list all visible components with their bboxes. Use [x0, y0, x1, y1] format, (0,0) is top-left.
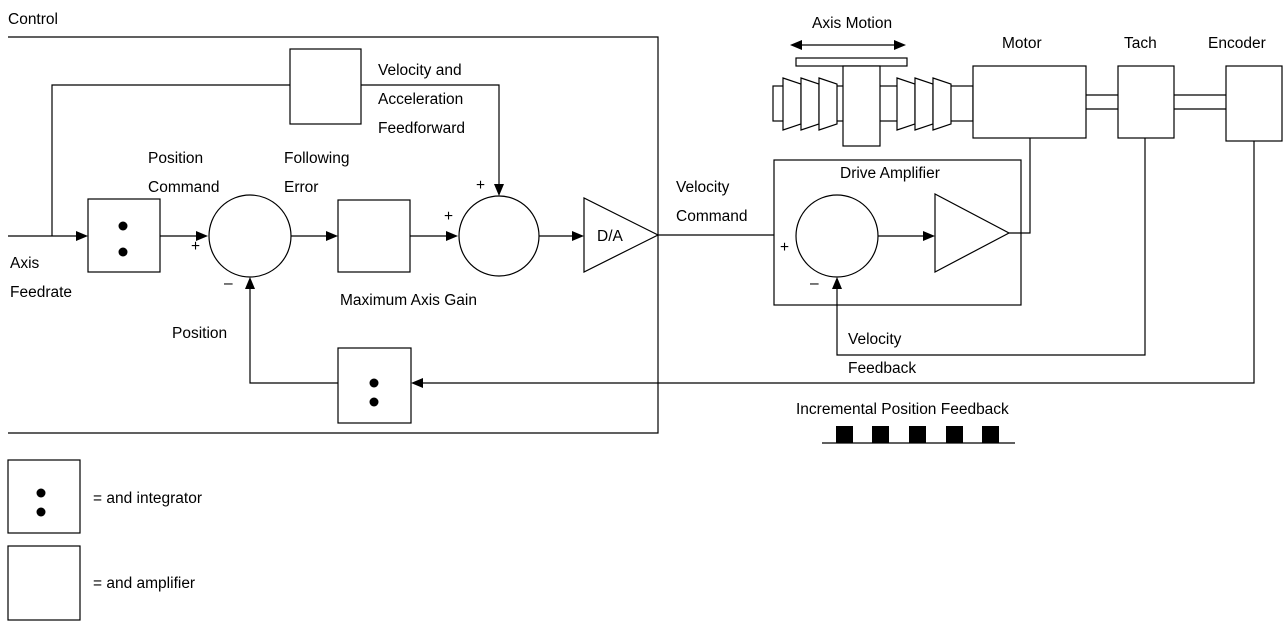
- feedforward-summing-junction: [458, 195, 540, 277]
- da-label: D/A: [597, 228, 624, 245]
- arrowhead: [832, 277, 842, 289]
- da-converter: [583, 197, 660, 273]
- velocity-feedback-label-2: Feedback: [848, 360, 916, 377]
- summer1-minus: –: [224, 275, 233, 292]
- tach-label: Tach: [1124, 35, 1157, 52]
- feedforward-line-in: [51, 84, 290, 236]
- arrowhead: [76, 231, 88, 241]
- pulse-train: [836, 426, 999, 443]
- velocity-summing-junction: [795, 194, 879, 278]
- integrator-dot: [36, 507, 46, 517]
- integrator-dot: [118, 221, 128, 231]
- arrowhead: [326, 231, 338, 241]
- ff-label-3: Feedforward: [378, 120, 465, 137]
- velocity-feedback-label-1: Velocity: [848, 331, 902, 348]
- power-amplifier: [934, 193, 1011, 273]
- summer3-minus: –: [810, 275, 819, 292]
- position-feedback-line: [421, 141, 1255, 384]
- position-command-label-2: Command: [148, 179, 220, 196]
- max-axis-gain-label: Maximum Axis Gain: [340, 292, 477, 309]
- position-summing-junction: [208, 194, 292, 278]
- integrator-dot: [118, 247, 128, 257]
- legend-amplifier-block: [7, 545, 81, 621]
- velocity-feedback-line: [836, 138, 1146, 356]
- arrowhead: [494, 184, 504, 196]
- screw-nut: [842, 65, 881, 147]
- ff-label-2: Acceleration: [378, 91, 463, 108]
- encoder-block: [1225, 65, 1283, 142]
- axis-label: Axis: [10, 255, 40, 272]
- summer2-plus-left: +: [444, 208, 453, 225]
- integrator-dot: [36, 488, 46, 498]
- axis-motion-label: Axis Motion: [812, 15, 892, 32]
- encoder-label: Encoder: [1208, 35, 1266, 52]
- control-label: Control: [8, 11, 58, 28]
- arrowhead: [923, 231, 935, 241]
- summer2-plus-top: +: [476, 177, 485, 194]
- summer3-plus: +: [780, 239, 789, 256]
- arrowhead: [245, 277, 255, 289]
- amp-to-motor-line: [1009, 138, 1031, 234]
- arrowhead: [446, 231, 458, 241]
- arrowhead-left: [790, 40, 802, 50]
- arrowhead: [572, 231, 584, 241]
- arrowhead-right: [894, 40, 906, 50]
- arrowhead: [196, 231, 208, 241]
- feedforward-line-out: [361, 84, 500, 186]
- motor-label: Motor: [1002, 35, 1042, 52]
- velocity-command-label-1: Velocity: [676, 179, 730, 196]
- legend-integrator-text: = and integrator: [93, 490, 202, 507]
- integrator-dot: [369, 378, 379, 388]
- feedrate-label: Feedrate: [10, 284, 72, 301]
- integrator-dot: [369, 397, 379, 407]
- tach-encoder-shaft: [1174, 94, 1226, 110]
- position-command-integrator-block: [87, 198, 161, 273]
- max-axis-gain-amplifier-block: [337, 199, 411, 273]
- velocity-command-label-2: Command: [676, 208, 748, 225]
- ff-label-1: Velocity and: [378, 62, 462, 79]
- position-feedback-label: Position: [172, 325, 227, 342]
- slide-table: [795, 57, 908, 67]
- following-error-label-1: Following: [284, 150, 349, 167]
- motor-block: [972, 65, 1087, 139]
- position-command-label-1: Position: [148, 150, 203, 167]
- motor-tach-shaft: [1086, 94, 1118, 110]
- summer1-plus: +: [191, 238, 200, 255]
- tach-block: [1117, 65, 1175, 139]
- legend-amplifier-text: = and amplifier: [93, 575, 195, 592]
- legend-integrator-block: [7, 459, 81, 534]
- following-error-label-2: Error: [284, 179, 318, 196]
- position-return-line: [249, 287, 338, 384]
- arrowhead: [411, 378, 423, 388]
- incremental-feedback-label: Incremental Position Feedback: [796, 401, 1009, 418]
- drive-amplifier-label: Drive Amplifier: [840, 165, 940, 182]
- feedforward-amplifier-block: [289, 48, 362, 125]
